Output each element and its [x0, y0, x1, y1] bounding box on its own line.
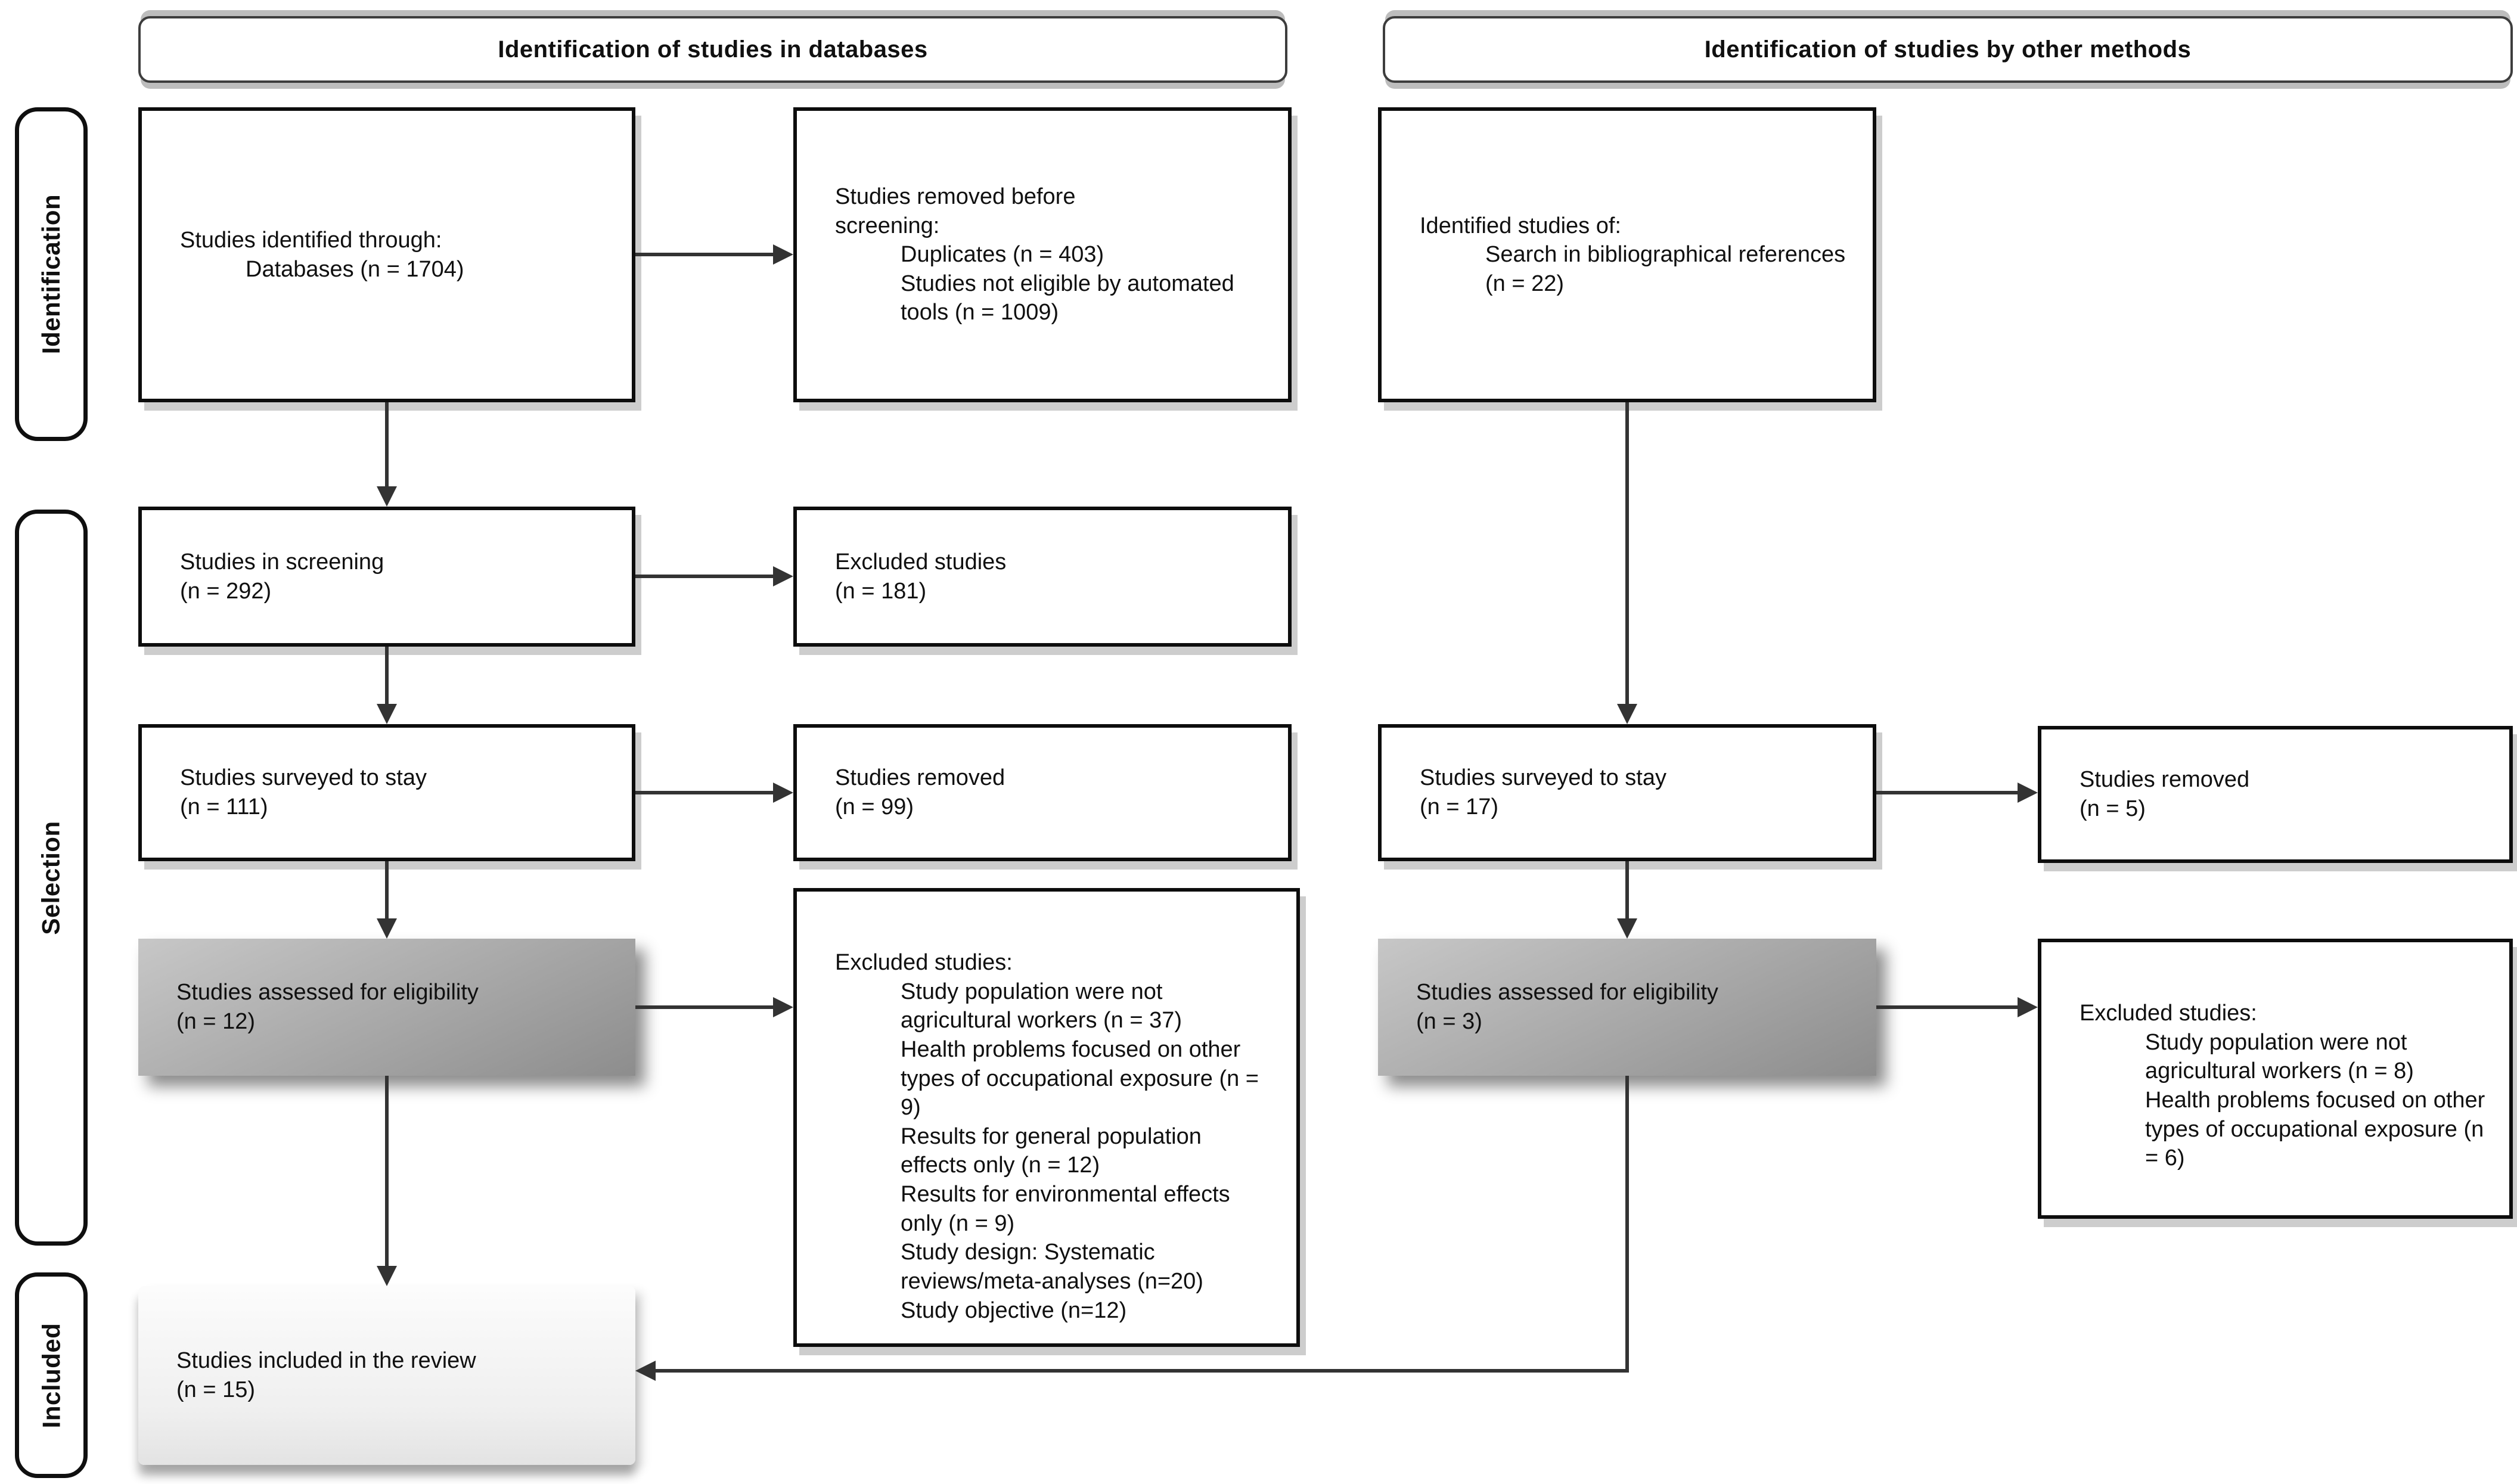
- box-count: (n = 12): [176, 1009, 256, 1034]
- box-line: Studies included in the review: [176, 1348, 476, 1374]
- stage-label-selection-text: Selection: [37, 820, 66, 935]
- box-surveyed-to-stay-other: Studies surveyed to stay (n = 17): [1378, 724, 1876, 861]
- box-assessed-eligibility-databases: Studies assessed for eligibility (n = 12…: [138, 939, 635, 1076]
- box-count: (n = 17): [1420, 794, 1499, 819]
- stage-label-included-text: Included: [37, 1322, 65, 1428]
- stage-label-identification: Identification: [15, 107, 88, 441]
- box-heading: Identified studies of:: [1420, 213, 1621, 238]
- stage-label-identification-text: Identification: [37, 194, 65, 355]
- box-item: Databases (n = 1704): [246, 256, 464, 282]
- arrow-c4-to-a5-vertical-line: [1625, 1076, 1629, 1372]
- arrow-c3-to-d3-line: [1876, 791, 2019, 794]
- arrow-a1-to-a2-line: [385, 402, 389, 488]
- stage-label-included: Included: [15, 1272, 88, 1478]
- box-count: (n = 292): [180, 578, 272, 604]
- box-studies-identified-databases: Studies identified through: Databases (n…: [138, 107, 635, 402]
- box-heading: Studies identified through:: [180, 227, 442, 253]
- box-surveyed-to-stay-databases: Studies surveyed to stay (n = 111): [138, 724, 635, 861]
- box-item: Results for general population effects o…: [901, 1123, 1202, 1178]
- box-excluded-eligibility-databases: Excluded studies: Study population were …: [793, 888, 1300, 1347]
- box-assessed-eligibility-other: Studies assessed for eligibility (n = 3): [1378, 939, 1876, 1076]
- box-count: (n = 3): [1416, 1009, 1482, 1034]
- arrow-a1-to-b1-line: [635, 253, 773, 256]
- box-studies-removed-databases: Studies removed (n = 99): [793, 724, 1292, 861]
- box-heading: Studies removed before screening:: [835, 184, 1076, 238]
- box-count: (n = 5): [2080, 796, 2146, 821]
- arrow-a2-to-b2-head: [773, 566, 793, 586]
- box-identified-other-methods: Identified studies of: Search in bibliog…: [1378, 107, 1876, 402]
- box-item: Study population were not agricultural w…: [2145, 1029, 2414, 1084]
- stage-label-selection: Selection: [15, 510, 88, 1246]
- box-item: Health problems focused on other types o…: [2145, 1087, 2485, 1171]
- box-line: Studies assessed for eligibility: [1416, 980, 1718, 1005]
- box-excluded-eligibility-other: Excluded studies: Study population were …: [2038, 939, 2513, 1219]
- box-count: (n = 15): [176, 1377, 256, 1402]
- arrow-c3-to-c4-head: [1617, 918, 1637, 939]
- arrow-a4-to-a5-head: [377, 1266, 397, 1286]
- arrow-a2-to-a3-line: [385, 647, 389, 705]
- arrow-c1-to-c3-line: [1625, 402, 1629, 705]
- box-item: Health problems focused on other types o…: [901, 1036, 1259, 1120]
- box-heading: Excluded studies:: [2080, 1001, 2257, 1026]
- header-identification-databases: Identification of studies in databases: [138, 16, 1287, 83]
- arrow-a3-to-a4-head: [377, 918, 397, 939]
- box-count: (n = 99): [835, 794, 914, 819]
- box-item: Study population were not agricultural w…: [901, 979, 1183, 1033]
- box-line: Studies surveyed to stay: [180, 765, 427, 791]
- arrow-a4-to-b4-head: [773, 997, 793, 1017]
- arrow-c3-to-c4-line: [1625, 861, 1629, 920]
- arrow-a1-to-b1-head: [773, 244, 793, 265]
- arrow-a2-to-b2-line: [635, 575, 773, 578]
- box-heading: Excluded studies:: [835, 950, 1013, 975]
- arrow-a2-to-a3-head: [377, 704, 397, 724]
- box-studies-included-review: Studies included in the review (n = 15): [138, 1286, 635, 1465]
- arrow-a3-to-b3-line: [635, 791, 773, 794]
- arrow-a3-to-a4-line: [385, 861, 389, 920]
- arrow-c1-to-c3-head: [1617, 704, 1637, 724]
- arrow-c4-to-a5-horizontal-line: [654, 1369, 1629, 1373]
- box-removed-before-screening: Studies removed before screening: Duplic…: [793, 107, 1292, 402]
- box-line: Studies removed: [2080, 767, 2250, 793]
- box-studies-in-screening: Studies in screening (n = 292): [138, 507, 635, 647]
- arrow-a3-to-b3-head: [773, 783, 793, 803]
- arrow-a1-to-a2-head: [377, 486, 397, 507]
- box-item: Duplicates (n = 403): [901, 242, 1104, 268]
- box-line: Studies surveyed to stay: [1420, 765, 1666, 791]
- box-item: Search in bibliographical references (n …: [1485, 242, 1846, 296]
- box-line: Studies removed: [835, 765, 1005, 791]
- arrow-c4-to-a5-head: [635, 1361, 656, 1381]
- box-item: Study objective (n=12): [901, 1297, 1127, 1323]
- box-line: Studies in screening: [180, 549, 384, 575]
- box-line: Excluded studies: [835, 549, 1007, 575]
- arrow-a4-to-a5-line: [385, 1076, 389, 1267]
- box-item: Results for environmental effects only (…: [901, 1182, 1230, 1236]
- box-count: (n = 111): [180, 794, 268, 819]
- box-count: (n = 181): [835, 578, 927, 604]
- arrow-c3-to-d3-head: [2018, 783, 2038, 803]
- box-item: Studies not eligible by automated tools …: [901, 271, 1234, 325]
- header-identification-other-methods: Identification of studies by other metho…: [1383, 16, 2513, 83]
- box-item: Study design: Systematic reviews/meta-an…: [901, 1240, 1203, 1294]
- arrow-a4-to-b4-line: [635, 1005, 773, 1009]
- box-excluded-studies-screening: Excluded studies (n = 181): [793, 507, 1292, 647]
- arrow-c4-to-d4-head: [2018, 997, 2038, 1017]
- box-studies-removed-other: Studies removed (n = 5): [2038, 726, 2513, 863]
- arrow-c4-to-d4-line: [1876, 1005, 2019, 1009]
- box-line: Studies assessed for eligibility: [176, 980, 479, 1005]
